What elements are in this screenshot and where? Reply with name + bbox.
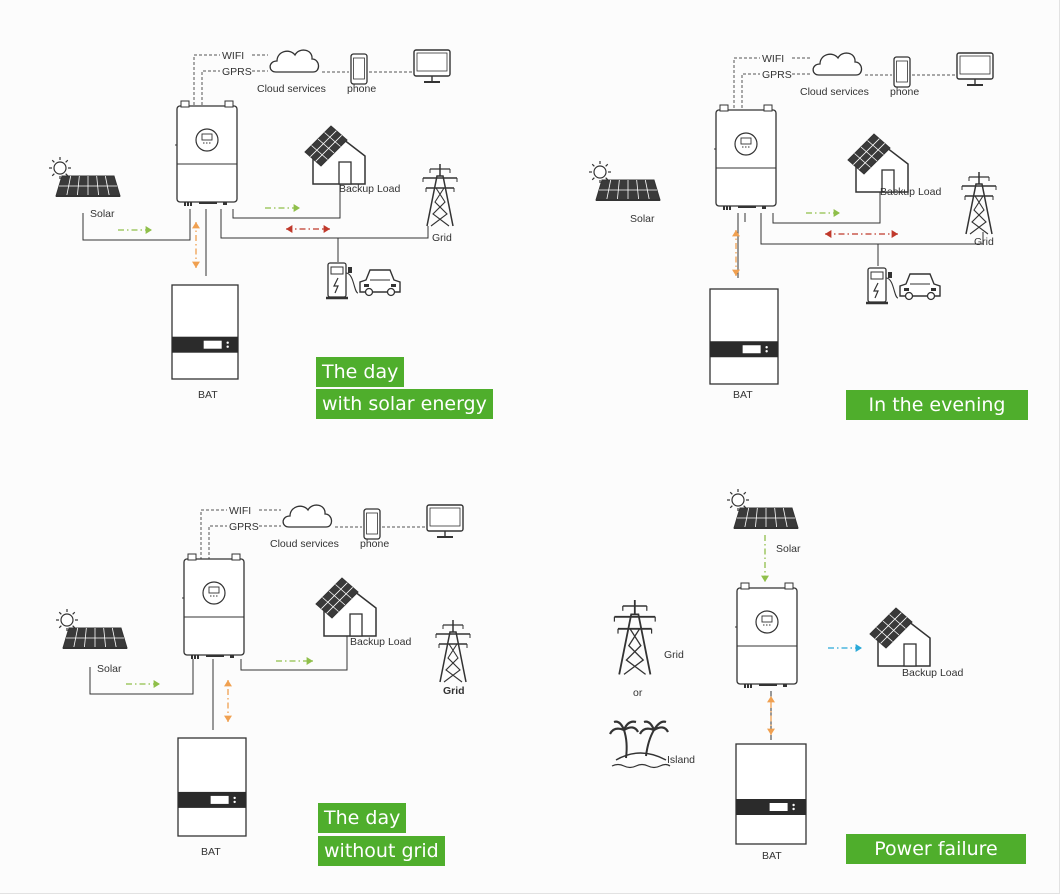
- badge-day-solar-line1: The day: [316, 357, 405, 387]
- solar-panel-icon: [56, 609, 128, 649]
- badge-day-no-grid-line1: The day: [318, 803, 407, 833]
- grid-tower-icon: [613, 600, 656, 675]
- wifi-label: WIFI: [762, 53, 784, 65]
- monitor-icon: [426, 504, 464, 538]
- grid-label: Grid: [443, 685, 465, 697]
- wifi-link-line: [193, 54, 220, 120]
- backup-load-label: Backup Load: [350, 636, 411, 648]
- solar-label: Solar: [630, 213, 655, 225]
- phone-icon: [893, 56, 911, 88]
- solar-label: Solar: [776, 543, 801, 555]
- grid-tower-icon: [961, 172, 997, 235]
- load-flow-arrow: [828, 644, 862, 652]
- bat-label: BAT: [762, 850, 782, 862]
- bat-label: BAT: [201, 846, 221, 858]
- battery-flow-arrow: [767, 696, 775, 735]
- cloud-icon: [282, 504, 333, 528]
- badge-day-no-grid-line2: without grid: [318, 836, 445, 866]
- wifi-label: WIFI: [229, 505, 251, 517]
- phone-label: phone: [347, 83, 376, 95]
- grid-flow-arrow: [286, 225, 330, 233]
- gprs-label: GPRS: [762, 69, 792, 81]
- battery-icon: [709, 288, 779, 385]
- battery-icon: [171, 284, 239, 380]
- gprs-label: GPRS: [229, 521, 259, 533]
- solar-flow-arrow: [761, 535, 769, 582]
- phone-label: phone: [890, 86, 919, 98]
- battery-flow-arrow: [732, 230, 740, 276]
- island-label: Island: [667, 754, 695, 766]
- backup-load-label: Backup Load: [339, 183, 400, 195]
- grid-link-line: [760, 213, 984, 245]
- gprs-label: GPRS: [222, 66, 252, 78]
- battery-icon: [735, 743, 807, 845]
- cloud-icon: [812, 52, 863, 76]
- load-flow-arrow: [806, 209, 840, 217]
- load-flow-arrow: [276, 657, 313, 665]
- house-icon: [847, 133, 909, 193]
- badge-day-solar-line2: with solar energy: [316, 389, 493, 419]
- monitor-icon: [956, 52, 994, 86]
- inverter-icon: [735, 582, 798, 688]
- cloud-icon: [269, 49, 320, 73]
- gprs-link-line: [741, 73, 760, 123]
- load-link-line: [232, 180, 341, 219]
- car-icon: [899, 273, 941, 301]
- solar-flow-arrow: [126, 680, 160, 688]
- solar-panel-icon: [49, 157, 121, 197]
- island-icon: [609, 720, 671, 769]
- grid-label: Grid: [432, 232, 452, 244]
- solar-to-inverter-line: [89, 659, 194, 695]
- solar-label: Solar: [97, 663, 122, 675]
- inverter-icon: [714, 104, 777, 210]
- grid-label: Grid: [974, 236, 994, 248]
- phone-icon: [363, 508, 381, 540]
- house-icon: [869, 607, 931, 667]
- monitor-icon: [413, 49, 451, 83]
- gprs-link-line: [201, 70, 220, 120]
- load-link-line: [772, 186, 881, 224]
- or-label: or: [633, 687, 643, 699]
- grid-tower-icon: [422, 164, 458, 227]
- solar-to-inverter-line: [82, 209, 191, 241]
- ev-charger-icon: [326, 262, 359, 300]
- battery-icon: [177, 737, 247, 837]
- grid-link-line: [220, 209, 429, 239]
- solar-panel-icon: [727, 489, 799, 529]
- car-icon: [359, 269, 401, 297]
- badge-power-failure: Power failure: [846, 834, 1026, 864]
- battery-flow-arrow: [192, 222, 200, 268]
- backup-load-label: Backup Load: [902, 667, 963, 679]
- cloud-services-label: Cloud services: [270, 538, 339, 550]
- solar-flow-arrow: [118, 226, 152, 234]
- cloud-services-label: Cloud services: [257, 83, 326, 95]
- phone-label: phone: [360, 538, 389, 550]
- grid-flow-arrow: [825, 230, 898, 238]
- grid-tower-icon: [435, 620, 471, 683]
- phone-icon: [350, 53, 368, 85]
- load-flow-arrow: [265, 204, 300, 212]
- cloud-services-label: Cloud services: [800, 86, 869, 98]
- house-icon: [304, 125, 366, 185]
- backup-load-label: Backup Load: [880, 186, 941, 198]
- solar-label: Solar: [90, 208, 115, 220]
- solar-panel-icon: [589, 161, 661, 201]
- inverter-icon: [175, 100, 238, 206]
- inverter-icon: [182, 553, 245, 659]
- bat-label: BAT: [198, 389, 218, 401]
- load-link-line: [240, 636, 348, 671]
- wifi-label: WIFI: [222, 50, 244, 62]
- battery-flow-arrow: [224, 680, 232, 722]
- wifi-link-line: [733, 57, 760, 123]
- grid-label: Grid: [664, 649, 684, 661]
- ev-charger-icon: [866, 267, 899, 305]
- house-icon: [315, 577, 377, 637]
- bat-label: BAT: [733, 389, 753, 401]
- badge-evening: In the evening: [846, 390, 1028, 420]
- wifi-link-line: [200, 509, 227, 575]
